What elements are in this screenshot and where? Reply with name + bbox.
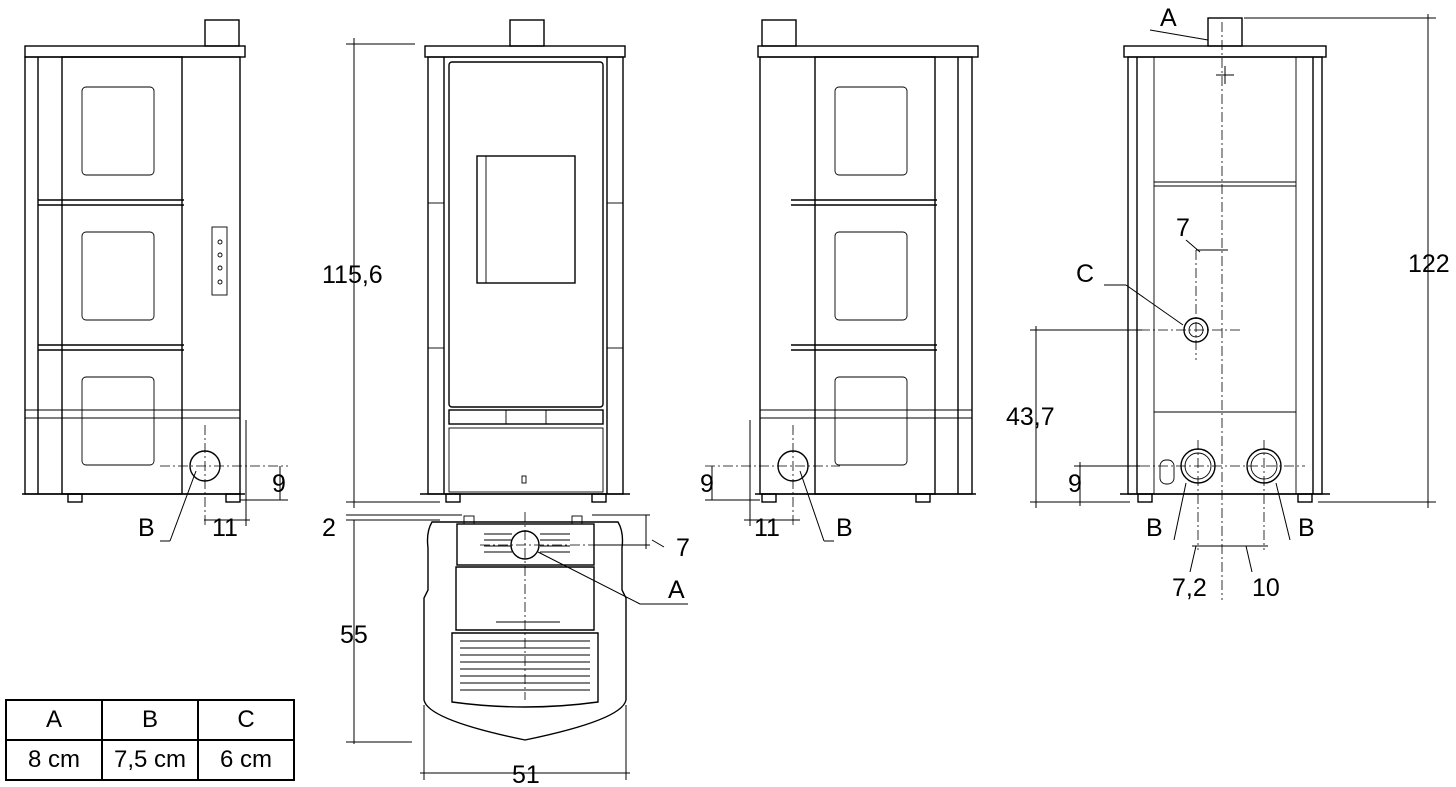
dim-rear-spacing-1: 7,2 bbox=[1172, 574, 1207, 602]
right-side-view bbox=[705, 19, 979, 542]
top-view bbox=[346, 512, 688, 780]
dim-left-offset: 11 bbox=[212, 514, 238, 542]
rear-view bbox=[1030, 14, 1436, 600]
table-header-row: A B C bbox=[5, 699, 295, 741]
label-b-rear-right: B bbox=[1298, 514, 1315, 542]
table-header-a: A bbox=[5, 699, 103, 741]
dim-front-height: 115,6 bbox=[322, 261, 383, 289]
front-view bbox=[346, 19, 630, 508]
label-a-top: A bbox=[668, 576, 685, 604]
dim-top-offset: 2 bbox=[322, 514, 336, 542]
table-header-b: B bbox=[101, 699, 199, 741]
label-b-left: B bbox=[138, 514, 155, 542]
left-side-view bbox=[22, 19, 288, 542]
table-value-c: 6 cm bbox=[197, 739, 295, 781]
connection-size-table: A B C 8 cm 7,5 cm 6 cm bbox=[5, 699, 295, 781]
dim-right-height: 9 bbox=[700, 470, 714, 498]
label-a-rear: A bbox=[1160, 4, 1177, 32]
dim-outlet-setback: 7 bbox=[676, 534, 690, 562]
dim-rear-spacing-2: 10 bbox=[1252, 574, 1280, 602]
dim-left-height: 9 bbox=[272, 470, 286, 498]
dim-inlet-offset: 7 bbox=[1176, 214, 1190, 242]
table-value-row: 8 cm 7,5 cm 6 cm bbox=[5, 739, 295, 781]
table-header-c: C bbox=[197, 699, 295, 741]
table-value-a: 8 cm bbox=[5, 739, 103, 781]
table-value-b: 7,5 cm bbox=[101, 739, 199, 781]
label-c-rear: C bbox=[1076, 260, 1094, 288]
dim-width: 51 bbox=[512, 761, 540, 787]
dim-right-offset: 11 bbox=[754, 514, 780, 542]
dim-rear-bottom: 9 bbox=[1068, 470, 1082, 498]
dim-depth: 55 bbox=[340, 621, 368, 649]
dim-inlet-height: 43,7 bbox=[1006, 403, 1055, 431]
label-b-right: B bbox=[836, 514, 853, 542]
dim-total-height: 122 bbox=[1408, 250, 1450, 278]
label-b-rear-left: B bbox=[1146, 514, 1163, 542]
